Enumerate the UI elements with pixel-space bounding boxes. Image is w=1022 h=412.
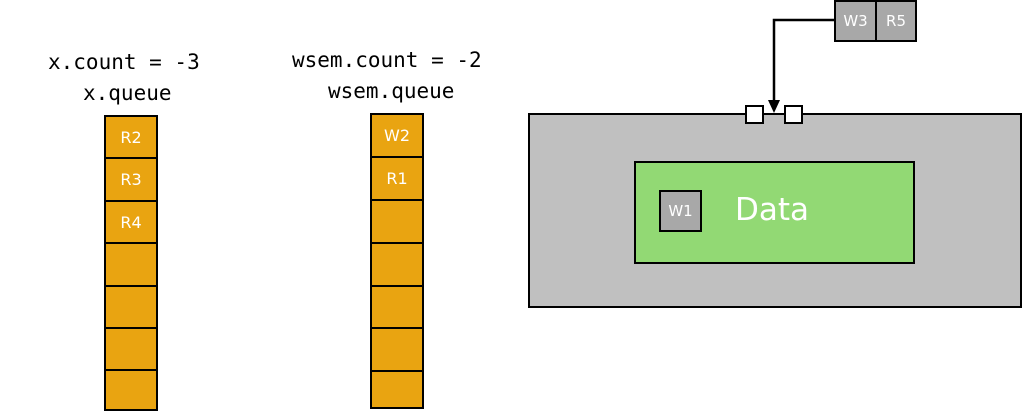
x-queue-cell: [106, 287, 156, 329]
entry-queue-tag: W3: [834, 0, 877, 42]
wsem-queue-cell: R1: [372, 158, 422, 201]
data-label: Data: [735, 192, 810, 228]
x-queue-label: x.queue: [83, 81, 172, 105]
x-queue: R2 R3 R4: [104, 115, 158, 411]
wsem-queue-cell: [372, 372, 422, 407]
x-queue-cell: [106, 329, 156, 371]
entry-queue-tag: R5: [875, 0, 917, 42]
wsem-queue-cell: [372, 287, 422, 329]
wsem-queue-label: wsem.queue: [328, 79, 455, 103]
wsem-queue-cell: [372, 201, 422, 244]
monitor-entry-port: [745, 105, 764, 124]
wsem-count-label: wsem.count = -2: [292, 48, 482, 72]
x-queue-cell: [106, 371, 156, 409]
x-queue-cell: [106, 244, 156, 287]
wsem-queue-cell: W2: [372, 115, 422, 158]
wsem-queue-cell: [372, 244, 422, 287]
wsem-queue-cell: [372, 329, 422, 372]
x-queue-cell: R2: [106, 117, 156, 159]
wsem-queue: W2 R1: [370, 113, 424, 409]
x-queue-cell: R4: [106, 202, 156, 244]
monitor-exit-port: [784, 105, 803, 124]
x-count-label: x.count = -3: [48, 50, 200, 74]
x-queue-cell: R3: [106, 159, 156, 202]
inside-process-tag: W1: [659, 190, 702, 232]
